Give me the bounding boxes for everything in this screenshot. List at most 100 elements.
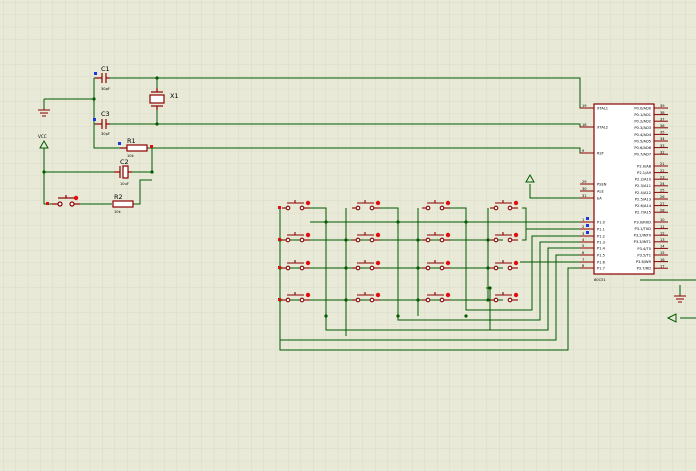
mcu-pin-left[interactable]: 2P1.1 (580, 224, 605, 231)
pin-name: P2.7/A15 (635, 211, 651, 215)
pin-name: P0.5/AD5 (634, 139, 651, 143)
c1-ref: C1 (101, 65, 110, 73)
pin-name: P3.4/T0 (637, 247, 651, 251)
mcu-pin-left[interactable]: 4P1.3 (580, 238, 605, 244)
pin-number: 18 (582, 123, 587, 127)
switch-actuator-icon (375, 292, 381, 298)
pin-number: 38 (660, 111, 665, 115)
pin-number: 31 (582, 194, 587, 198)
c3-ref: C3 (101, 110, 110, 118)
keypad-switch[interactable] (278, 292, 311, 303)
keypad-switch[interactable] (490, 232, 519, 243)
keypad-switch[interactable] (352, 292, 381, 303)
vcc-terminal-icon (39, 139, 49, 152)
keypad-switch[interactable] (422, 232, 451, 243)
pin-number: 35 (660, 131, 665, 135)
mcu-pin-left[interactable]: 5P1.4 (580, 244, 606, 250)
pin-number: 17 (660, 264, 665, 268)
mcu-pin-right[interactable]: P0.5/AD5 34 (634, 137, 668, 143)
mcu-pin-right[interactable]: P3.7/RD 17 (637, 264, 668, 271)
keypad-switch[interactable] (422, 260, 451, 271)
switch-actuator-icon (513, 232, 519, 238)
pin-number: 19 (582, 104, 587, 108)
keypad-switch[interactable] (490, 200, 519, 211)
keypad-switch[interactable] (490, 292, 519, 303)
crystal-x1[interactable] (149, 88, 165, 110)
switch-actuator-icon (375, 232, 381, 238)
pin-number: 28 (660, 208, 665, 212)
c1-value: 30pF (101, 87, 110, 91)
pin-number: 6 (582, 251, 585, 255)
pin-number: 7 (582, 258, 584, 262)
pin-number: 30 (582, 187, 587, 191)
reset-button-switch[interactable] (52, 195, 80, 207)
mcu-pin-left[interactable]: 3P1.2 (580, 231, 605, 238)
keypad-switch[interactable] (278, 260, 311, 271)
capacitor-c3[interactable] (95, 119, 110, 129)
r1-value: 10k (127, 154, 135, 158)
resistor-r1[interactable] (120, 144, 148, 152)
pin-name: PSEN (597, 182, 607, 186)
keypad-switch[interactable] (278, 200, 311, 211)
pin-name: P0.2/AD2 (634, 120, 651, 124)
keypad-switch[interactable] (422, 200, 451, 211)
pin-name: P2.4/A12 (635, 191, 651, 195)
resistor-r2[interactable] (112, 200, 134, 208)
keypad-switch[interactable] (352, 200, 381, 211)
mcu-chip[interactable] (593, 103, 655, 275)
mcu-pin-left[interactable]: 7P1.6 (580, 258, 606, 264)
pin-name: P3.7/RD (637, 267, 652, 271)
switch-actuator-icon (445, 232, 451, 238)
pin-number: 23 (660, 175, 665, 179)
switch-actuator-icon (305, 260, 311, 266)
pin-name: XTAL1 (597, 106, 608, 110)
c2-value: 10uF (120, 182, 129, 186)
keypad-switch[interactable] (422, 292, 451, 303)
keypad-switch[interactable] (490, 260, 519, 271)
mcu-pin-left[interactable]: 6P1.5 (580, 251, 605, 257)
x1-ref: X1 (170, 92, 179, 100)
r1-ref: R1 (127, 137, 136, 145)
mcu-pin-right[interactable]: P2.7/A15 28 (635, 208, 668, 215)
ground-icon-right (674, 295, 686, 303)
capacitor-c2[interactable] (114, 165, 132, 179)
pin-name: P2.3/A11 (635, 184, 651, 188)
keypad-switch[interactable] (352, 260, 381, 271)
keypad-switch[interactable] (278, 232, 311, 243)
mcu-pin-left[interactable]: 8P1.7 (580, 264, 605, 270)
pin-marker (150, 145, 153, 148)
keypad-switch[interactable] (352, 232, 381, 243)
pin-number: 34 (660, 137, 665, 141)
capacitor-c1[interactable] (95, 73, 110, 83)
pin-number: 12 (660, 231, 665, 235)
mcu-pin-left[interactable]: 1P1.0 (580, 217, 606, 224)
